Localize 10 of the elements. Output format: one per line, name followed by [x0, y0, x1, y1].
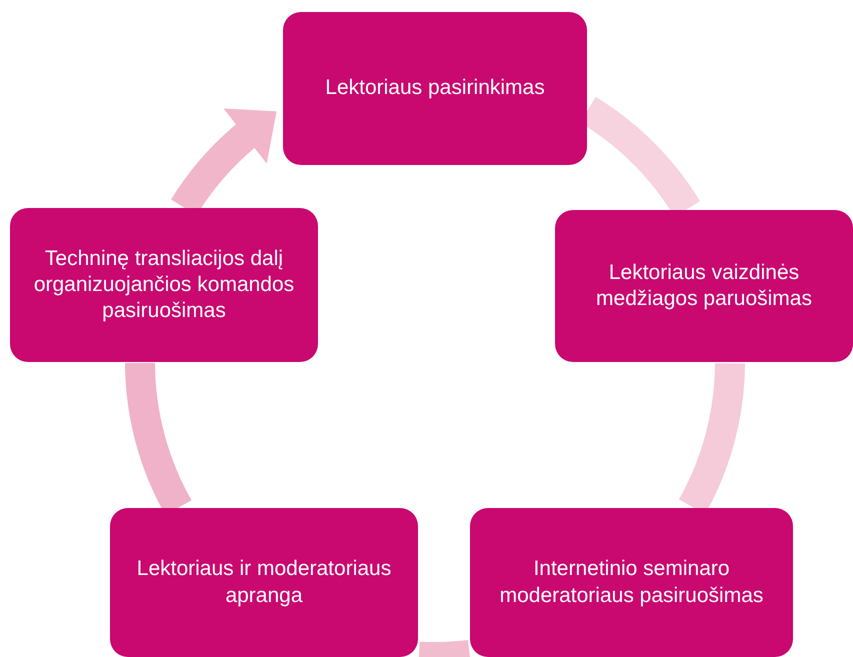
- process-box: [470, 508, 793, 657]
- process-box: [555, 210, 853, 362]
- step-text: Lektoriaus vaizdinės medžiagos paruošimas: [595, 260, 813, 312]
- step-text: Lektoriaus ir moderatoriaus apranga: [136, 556, 392, 608]
- step-text: Internetinio seminaro moderatoriaus pasiruošimas: [498, 556, 764, 608]
- step-text: Techninę transliacijos dalį organizuojančios komandos pasiruošimas: [32, 246, 296, 324]
- process-box: [110, 508, 418, 657]
- step-text: Lektoriaus pasirinkimas: [325, 75, 545, 102]
- process-box: [283, 12, 587, 165]
- process-box: [10, 208, 318, 362]
